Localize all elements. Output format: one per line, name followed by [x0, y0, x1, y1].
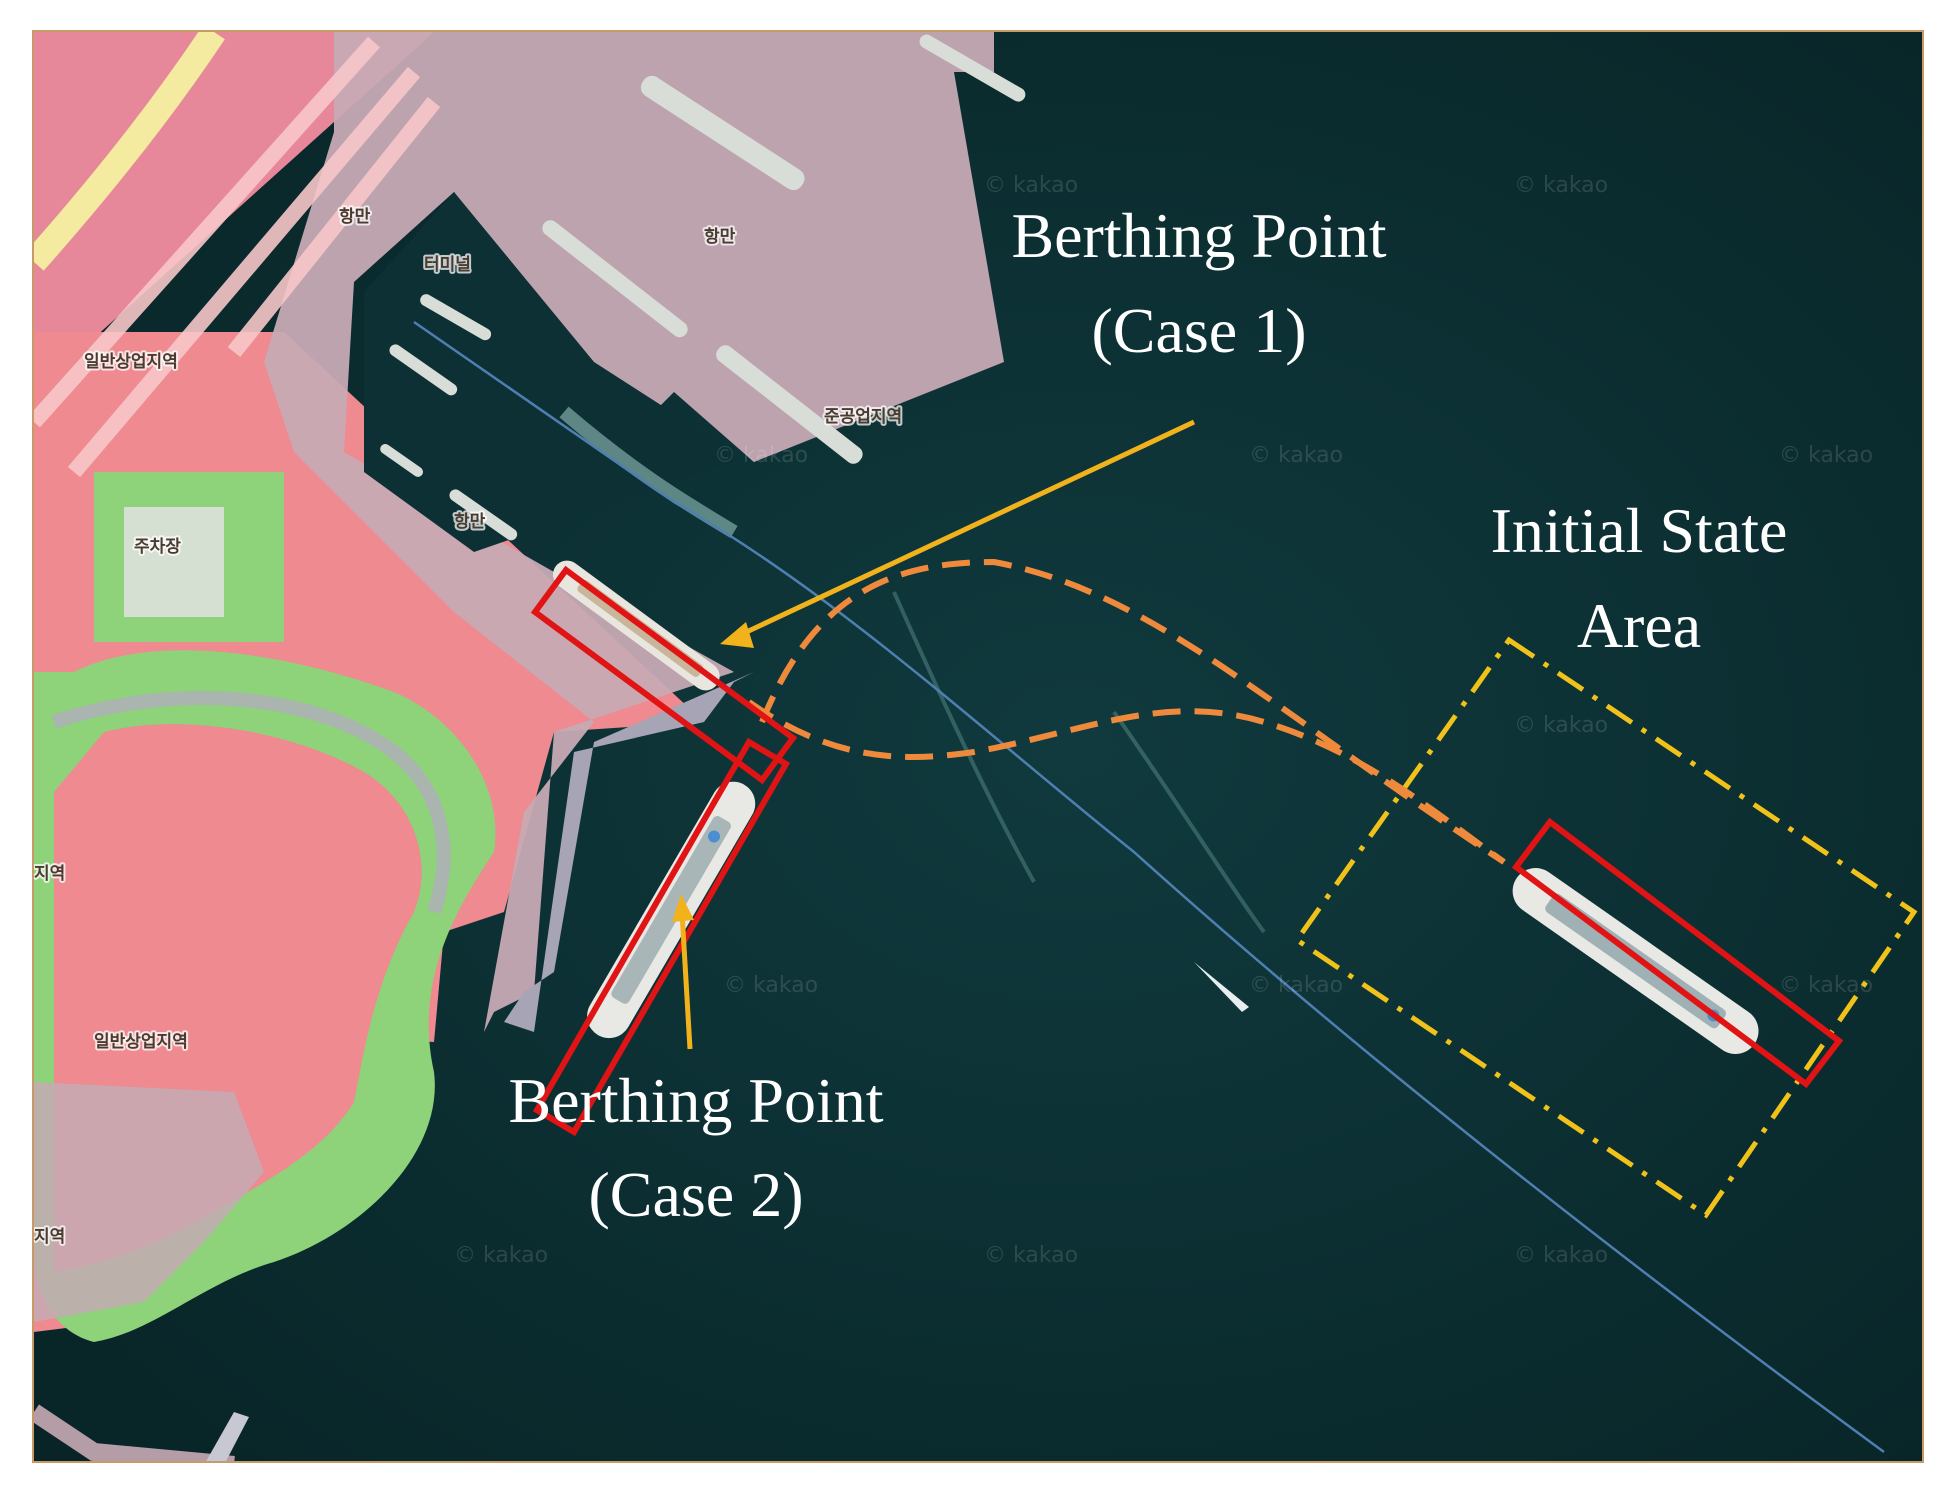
roads [34, 36, 441, 478]
coast-road-south [34, 1404, 235, 1461]
berth-box-case-2 [532, 737, 791, 1137]
watermark: © kakao [984, 173, 1078, 198]
map-label-commercial: 일반상업지역 [84, 352, 178, 372]
vessel-wake [559, 406, 738, 539]
label-initial-state-line2: Area [1577, 590, 1701, 661]
label-berthing-point-case-2-line1: Berthing Point [508, 1065, 883, 1136]
watermark: © kakao [1514, 713, 1608, 738]
vessel-case-2 [587, 781, 756, 1039]
watermark: © kakao [724, 973, 818, 998]
port-basin [364, 192, 734, 552]
watermark: © kakao [714, 443, 808, 468]
fairway-line [413, 320, 1885, 1454]
watermark: © kakao [1779, 973, 1873, 998]
map-frame: © kakao © kakao © kakao © kakao © kakao … [32, 30, 1924, 1463]
port-map: © kakao © kakao © kakao © kakao © kakao … [34, 32, 1922, 1461]
watermark: © kakao [1514, 173, 1608, 198]
label-berthing-point-case-1-line2: (Case 1) [1091, 295, 1306, 366]
map-label-port: 항만 [454, 511, 486, 532]
label-berthing-point-case-2-line2: (Case 2) [588, 1159, 803, 1230]
label-initial-state-line1: Initial State [1491, 495, 1788, 566]
map-label-terminal: 터미널 [424, 255, 471, 275]
berth-box-case-1 [530, 565, 798, 785]
map-label-port: 항만 [339, 206, 371, 227]
quay-edge [504, 672, 754, 1032]
map-label-commercial: 일반상업지역 [94, 1032, 188, 1052]
wake-trail-1 [892, 591, 1036, 883]
watermark: © kakao [454, 1243, 548, 1268]
map-label-parking: 주차장 [134, 537, 181, 557]
docked-vessels [380, 34, 1026, 541]
watermark: © kakao [1514, 1243, 1608, 1268]
watermark: © kakao [1249, 443, 1343, 468]
label-berthing-point-case-1-line1: Berthing Point [1011, 200, 1386, 271]
trajectory-case-1 [759, 558, 1506, 865]
trajectory-case-2 [747, 699, 1506, 865]
speedboat [1194, 962, 1249, 1012]
road-yellow [34, 32, 225, 271]
arrow-case-1 [720, 419, 1196, 648]
map-label-zone-edge: 지역 [34, 1227, 65, 1247]
breakwater-ring [51, 691, 451, 915]
initial-state-area [1293, 636, 1918, 1219]
map-label-port: 항만 [704, 226, 736, 247]
watermark: © kakao [1779, 443, 1873, 468]
parking-lot [124, 507, 224, 617]
map-label-zone-edge: 지역 [34, 864, 65, 884]
watermark: © kakao [1249, 973, 1343, 998]
port-zone-pier [264, 32, 1004, 1032]
map-label-semi-industrial: 준공업지역 [824, 407, 902, 427]
watermark: © kakao [984, 1243, 1078, 1268]
wake-trail-2 [1112, 710, 1266, 934]
initial-vessel-box [1511, 817, 1844, 1089]
port-zone-south [34, 1082, 264, 1322]
arrow-case-2 [672, 894, 694, 1050]
pier-south [206, 1412, 249, 1461]
